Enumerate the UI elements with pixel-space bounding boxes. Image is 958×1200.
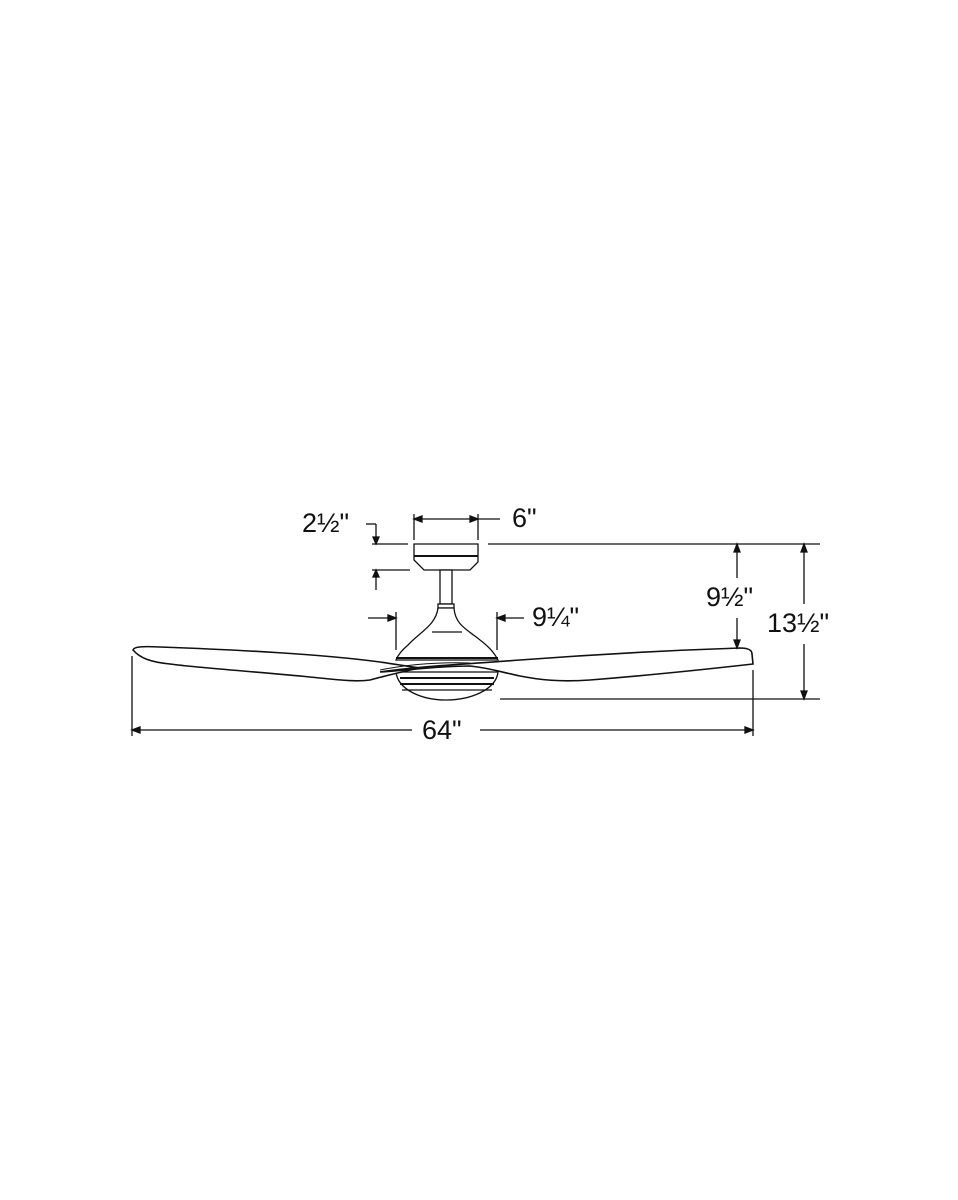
motor-width-dimension [368,612,524,650]
right-blade [379,647,754,682]
canopy-width-dimension [412,514,500,540]
canopy-height-label: 2½" [302,508,350,538]
overall-height-label: 13½" [767,608,830,638]
ceiling-to-blade-label: 9½" [706,582,754,612]
overall-height-dimension [800,542,808,701]
canopy-height-dimension [366,523,410,590]
motor-width-label: 9¼" [532,602,580,632]
left-blade [132,645,421,682]
ceiling-to-blade-dimension [733,542,741,650]
downrod [437,569,455,609]
blade-span-dimension [130,656,755,736]
canopy-width-label: 6" [512,503,537,533]
blade-span-label: 64" [422,715,462,745]
canopy [413,543,479,571]
motor-housing [395,607,500,701]
